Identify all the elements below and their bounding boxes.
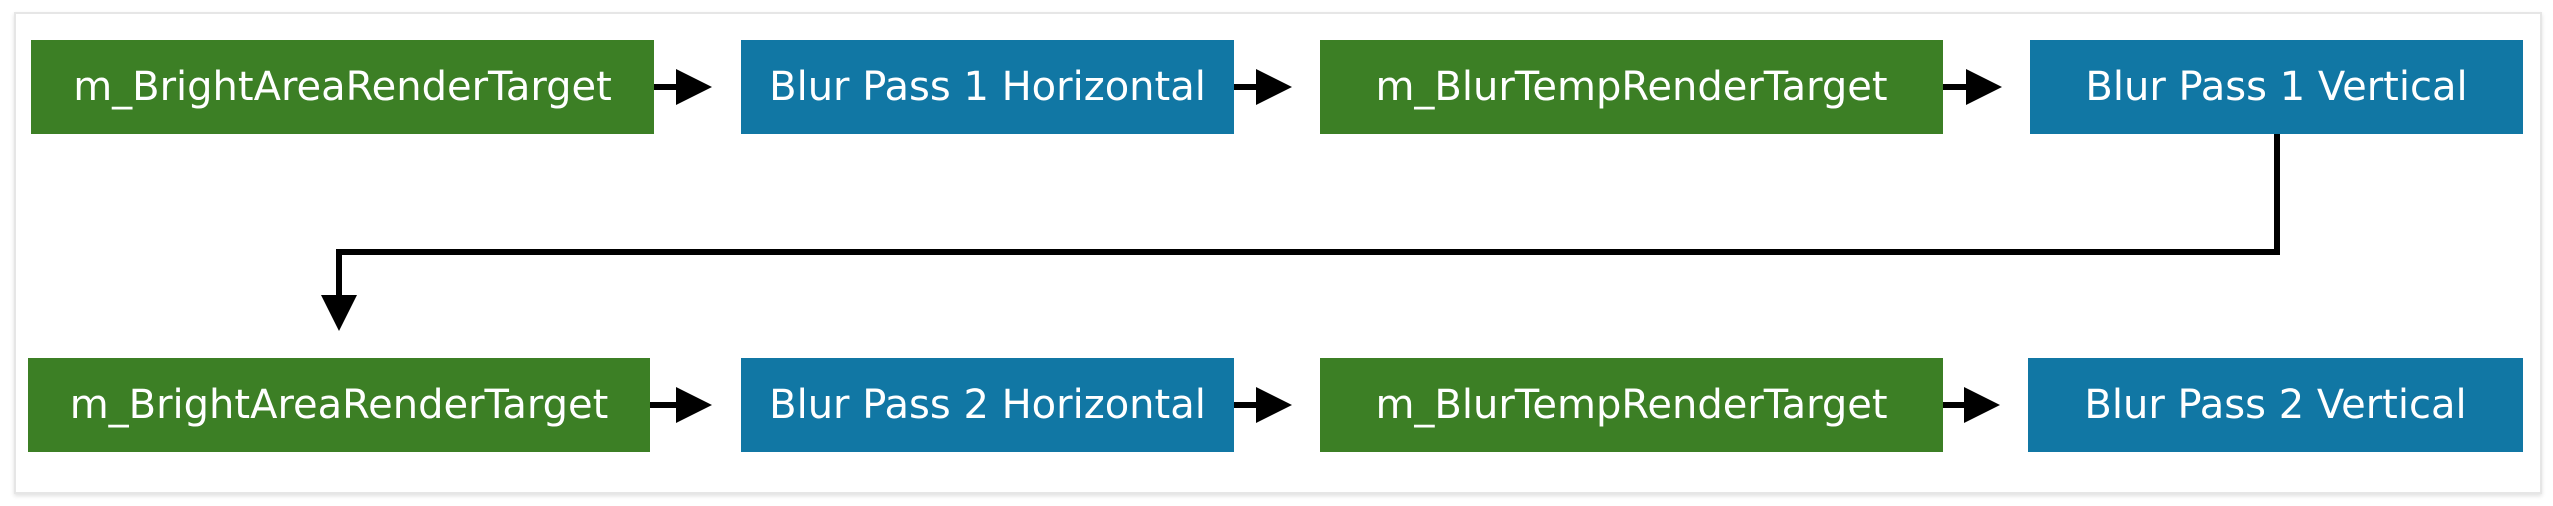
node-blur-pass-1-horizontal: Blur Pass 1 Horizontal (741, 40, 1234, 134)
node-blur-temp-render-target-2: m_BlurTempRenderTarget (1320, 358, 1943, 452)
node-blur-pass-1-vertical: Blur Pass 1 Vertical (2030, 40, 2523, 134)
node-bright-area-render-target-2: m_BrightAreaRenderTarget (28, 358, 650, 452)
node-bright-area-render-target-1: m_BrightAreaRenderTarget (31, 40, 654, 134)
node-blur-pass-2-vertical: Blur Pass 2 Vertical (2028, 358, 2523, 452)
node-blur-pass-2-horizontal: Blur Pass 2 Horizontal (741, 358, 1234, 452)
node-blur-temp-render-target-1: m_BlurTempRenderTarget (1320, 40, 1943, 134)
